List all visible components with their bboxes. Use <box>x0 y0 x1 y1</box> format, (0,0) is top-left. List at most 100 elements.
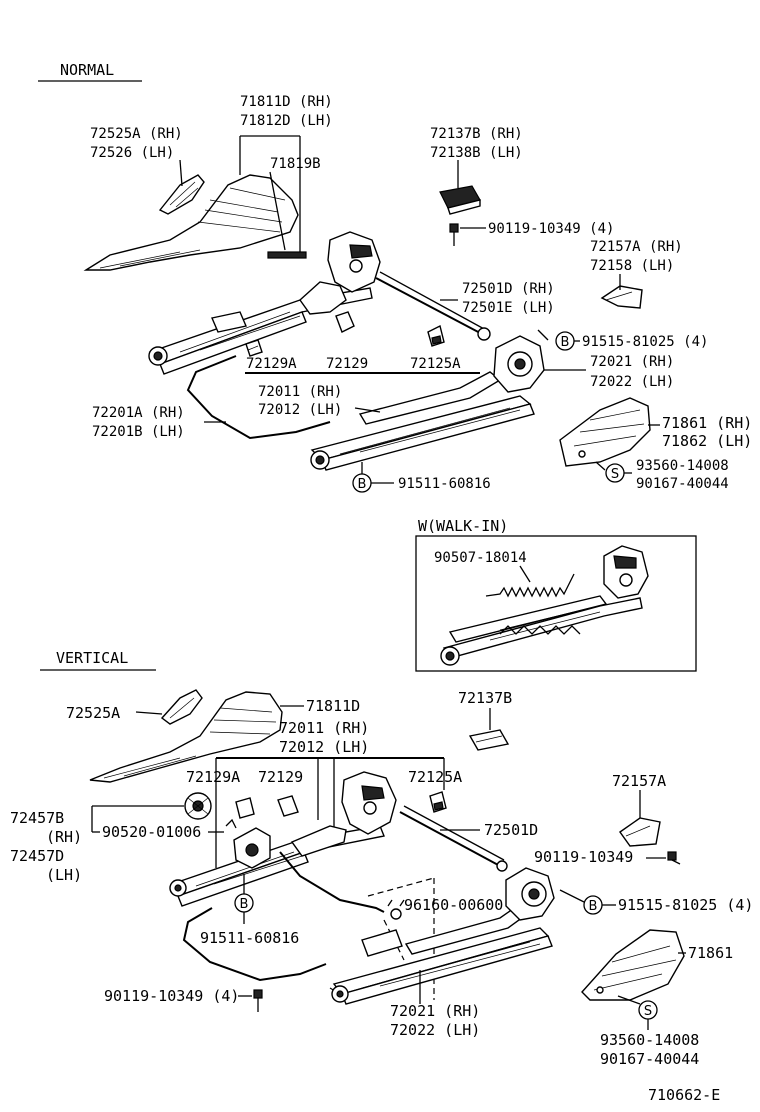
label-90119-vertical: 90119-10349 <box>534 848 633 866</box>
bolt-90119-normal <box>449 223 459 246</box>
label-91515-normal: 91515-81025 (4) <box>582 334 708 350</box>
cover-clip-72525A-vertical <box>160 689 203 725</box>
clip-72129A-normal <box>245 339 263 357</box>
marker-b-normal-upper-label: B <box>561 335 570 350</box>
label-72129-vertical: 72129 <box>258 768 303 786</box>
label-72457B: 72457B <box>10 809 64 827</box>
label-91511-vertical: 91511-60816 <box>200 929 299 947</box>
marker-b-normal-lower-label: B <box>358 477 367 492</box>
label-90507: 90507-18014 <box>434 550 527 566</box>
clip-72125A-vertical <box>429 791 447 813</box>
section-title-normal: NORMAL <box>60 61 114 79</box>
bracket-72157A-vertical <box>619 817 661 847</box>
label-72137B-vertical: 72137B <box>458 689 512 707</box>
link-rod-72201A <box>186 355 331 440</box>
label-71811D: 71811D (RH) <box>240 94 333 110</box>
bracket-72157A <box>600 285 643 309</box>
label-72011-vertical: 72011 (RH) <box>279 719 369 737</box>
label-72125A-vertical: 72125A <box>408 768 462 786</box>
label-71811D-vertical: 71811D <box>306 697 360 715</box>
recliner-cover-71861-normal <box>559 397 651 467</box>
link-rod-vertical-upper <box>279 851 385 913</box>
label-72157A-vertical: 72157A <box>612 772 666 790</box>
torsion-bar-72501D-vertical <box>399 805 508 872</box>
seat-track-outer-normal <box>310 335 545 471</box>
label-72157A: 72157A (RH) <box>590 239 683 255</box>
label-90119-normal: 90119-10349 (4) <box>488 221 614 237</box>
label-72457D: 72457D <box>10 847 64 865</box>
label-72501E: 72501E (LH) <box>462 300 555 316</box>
figure-id: 710662-E <box>648 1086 720 1104</box>
label-93560-normal: 93560-14008 <box>636 458 729 474</box>
gear-72457B <box>184 792 212 820</box>
label-72022-vertical: 72022 (LH) <box>390 1021 480 1039</box>
spring-90507 <box>485 573 575 598</box>
label-72011-normal: 72011 (RH) <box>258 384 342 400</box>
label-72526: 72526 (LH) <box>90 145 174 161</box>
bolt-90119-lower <box>253 989 263 1012</box>
seat-cushion-shield-vertical <box>89 691 283 783</box>
section-title-vertical: VERTICAL <box>56 649 128 667</box>
seat-track-inner-vertical <box>169 771 397 907</box>
clip-90520 <box>225 818 237 829</box>
label-72125A-normal: 72125A <box>410 356 461 372</box>
clip-72129A-vertical <box>235 797 255 819</box>
clip-72125A-normal <box>427 324 445 347</box>
trim-strip <box>267 251 307 259</box>
label-72012-vertical: 72012 (LH) <box>279 738 369 756</box>
seat-track-walk-in <box>440 545 649 666</box>
label-72158: 72158 (LH) <box>590 258 674 274</box>
label-72022-normal: 72022 (LH) <box>590 374 674 390</box>
torsion-bar-72501D-normal <box>375 271 491 341</box>
label-lh-72457D: (LH) <box>46 866 82 884</box>
label-71861-normal: 71861 (RH) <box>662 414 752 432</box>
label-71861-vertical: 71861 <box>688 944 733 962</box>
label-72525A: 72525A (RH) <box>90 126 183 142</box>
marker-b-vertical-right-label: B <box>589 899 598 914</box>
label-90167-vertical: 90167-40044 <box>600 1050 699 1068</box>
label-72525A-vertical: 72525A <box>66 704 120 722</box>
clip-72129-normal <box>335 311 355 333</box>
label-72129A-vertical: 72129A <box>186 768 240 786</box>
seat-track-inner-normal <box>148 231 381 375</box>
leader-72525A <box>179 159 183 187</box>
label-72501D-vertical: 72501D <box>484 821 538 839</box>
label-72021-vertical: 72021 (RH) <box>390 1002 480 1020</box>
label-90520: 90520-01006 <box>102 823 201 841</box>
label-72201B: 72201B (LH) <box>92 424 185 440</box>
clip-72129-vertical <box>277 795 299 817</box>
label-72138B: 72138B (LH) <box>430 145 523 161</box>
leader-71819B <box>269 171 286 251</box>
label-71812D: 71812D (LH) <box>240 113 333 129</box>
label-72501D-normal: 72501D (RH) <box>462 281 555 297</box>
label-91515-vertical: 91515-81025 (4) <box>618 896 753 914</box>
label-72201A: 72201A (RH) <box>92 405 185 421</box>
seat-track-outer-vertical <box>331 867 555 1005</box>
walk-in-box <box>415 535 697 672</box>
label-90167-normal: 90167-40044 <box>636 476 729 492</box>
label-71862: 71862 (LH) <box>662 432 752 450</box>
label-93560-vertical: 93560-14008 <box>600 1031 699 1049</box>
bolt-90119-vertical <box>667 851 681 865</box>
marker-s-vertical-label: S <box>644 1004 652 1019</box>
label-72021-normal: 72021 (RH) <box>590 354 674 370</box>
label-72137B: 72137B (RH) <box>430 126 523 142</box>
label-96160: 96160-00600 <box>404 896 503 914</box>
clip-96160 <box>387 899 405 920</box>
label-72129-normal: 72129 <box>326 356 368 372</box>
recliner-cover-71861-vertical <box>581 929 685 1001</box>
label-71819B: 71819B <box>270 156 321 172</box>
section-title-walk-in: W(WALK-IN) <box>418 517 508 535</box>
marker-s-normal-label: S <box>611 467 619 482</box>
label-72129A-normal: 72129A <box>246 356 297 372</box>
lever-knob-72137B <box>439 185 481 215</box>
label-91511-normal: 91511-60816 <box>398 476 491 492</box>
marker-b-vertical-left-label: B <box>240 897 249 912</box>
label-90119-lower: 90119-10349 (4) <box>104 987 239 1005</box>
link-rod-vertical-lower <box>182 907 327 982</box>
label-72012-normal: 72012 (LH) <box>258 402 342 418</box>
cover-clip-72525A <box>158 174 205 215</box>
label-rh-72457B: (RH) <box>46 828 82 846</box>
lever-knob-72137B-vertical <box>468 729 510 751</box>
